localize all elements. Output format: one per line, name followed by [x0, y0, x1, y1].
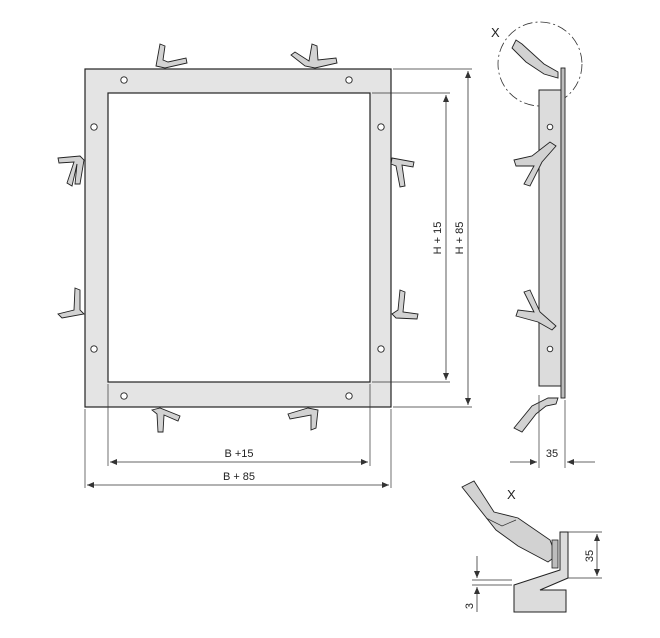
dim-inner-width-label: B +15	[224, 448, 253, 460]
clip-icon	[515, 289, 557, 331]
inner-opening	[107, 92, 371, 383]
screw-icon	[377, 123, 385, 131]
dim-outer-height-label: H + 85	[454, 222, 466, 255]
detail-mark-top: X	[491, 25, 500, 40]
clip-icon	[511, 39, 559, 79]
front-dimensions: B +15 B + 85 H + 15 H + 85	[84, 68, 472, 488]
detail-circle	[497, 21, 583, 107]
clip-icon	[513, 141, 557, 187]
clip-icon	[290, 43, 338, 69]
detail-x: X 35 3	[461, 480, 602, 613]
front-view	[57, 43, 419, 433]
clip-icon	[155, 43, 188, 69]
screw-icon	[377, 345, 385, 353]
screw-icon	[90, 123, 98, 131]
screw-icon	[546, 123, 554, 131]
clip-icon	[390, 157, 415, 188]
side-panel-body	[538, 89, 562, 387]
screw-icon	[345, 392, 353, 400]
dim-outer-width-label: B + 85	[223, 471, 255, 483]
dim-detail-height-label: 35	[584, 550, 596, 562]
bracket-strip	[551, 539, 559, 569]
dim-side-depth-label: 35	[546, 448, 558, 460]
dim-detail-thickness-label: 3	[464, 603, 476, 609]
side-view: X 35	[491, 21, 595, 468]
screw-icon	[345, 76, 353, 84]
clip-icon	[57, 155, 85, 187]
screw-icon	[546, 345, 554, 353]
mounting-screws	[90, 76, 385, 400]
detail-mark-bottom: X	[507, 487, 516, 502]
clip-icon	[513, 397, 559, 433]
clip-icon	[391, 289, 419, 320]
screw-icon	[120, 76, 128, 84]
screw-icon	[90, 345, 98, 353]
bracket-profile	[513, 531, 569, 613]
screw-icon	[120, 392, 128, 400]
clip-icon	[287, 407, 319, 431]
clip-icon	[151, 407, 181, 433]
clip-icon	[57, 287, 85, 319]
side-flange	[560, 67, 566, 399]
spring-clips	[57, 43, 419, 433]
dim-inner-height-label: H + 15	[432, 222, 444, 255]
